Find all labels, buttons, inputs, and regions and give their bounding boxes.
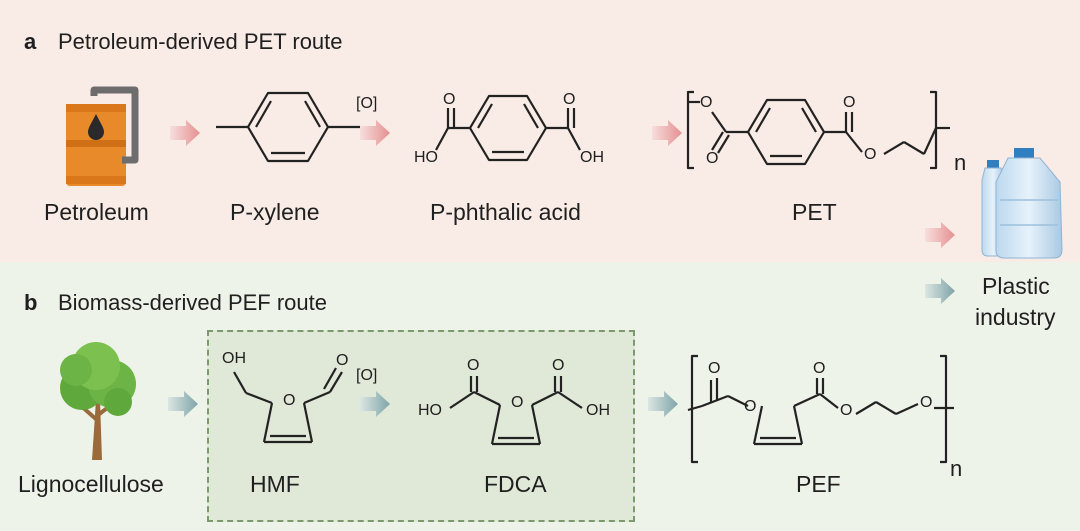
hmf-structure [233,367,343,444]
arrow-petroleum-to-pxylene [170,120,200,146]
arrow-pxylene-to-pphthalic [360,120,390,146]
oil-barrel-icon [66,86,139,186]
panel-a-letter: a [24,29,37,54]
oxidation-b: [O] [356,367,378,384]
atom-o: O [467,357,480,374]
pphthalic-ho: HO [414,149,438,166]
label-pef: PEF [796,471,841,497]
arrow-pef-to-plastic [925,278,955,304]
atom-o: O [511,394,524,411]
atom-o: O [708,360,721,377]
plastic-label-line2: industry [975,304,1056,330]
arrow-pphthalic-to-pet [652,120,682,146]
fdca-ho: HO [418,402,442,419]
label-hmf: HMF [250,471,300,497]
atom-o: O [864,146,877,163]
atom-oh: OH [222,350,246,367]
atom-o: O [443,91,456,108]
atom-o: O [283,392,296,409]
fdca-oh: OH [586,402,610,419]
atom-o: O [813,360,826,377]
arrow-lignocellulose-to-hmf [168,391,198,417]
panel-b-title: Biomass-derived PEF route [58,290,327,315]
atom-o: O [840,402,853,419]
atom-o: O [744,398,757,415]
atom-o: O [336,352,349,369]
atom-o: O [700,94,713,111]
tree-icon [60,342,136,460]
oxidation-a: [O] [356,95,378,112]
intermediates-box [207,330,635,522]
arrow-hmf-to-fdca [360,391,390,417]
pef-n: n [950,456,963,481]
plastic-bottles-icon [981,148,1063,259]
label-petroleum: Petroleum [44,199,149,225]
atom-o: O [920,394,933,411]
atom-o: O [843,94,856,111]
pxylene-structure [216,91,360,163]
pet-structure [686,90,950,170]
pet-n: n [954,150,967,175]
label-pet: PET [792,199,837,225]
arrow-fdca-to-pef [648,391,678,417]
panel-a-title: Petroleum-derived PET route [58,29,343,54]
panel-b-letter: b [24,290,38,315]
pef-structure [687,354,954,464]
atom-o: O [552,357,565,374]
label-fdca: FDCA [484,471,547,497]
plastic-label-line1: Plastic [982,273,1050,299]
label-pphthalic-acid: P-phthalic acid [430,199,581,225]
atom-o: O [706,150,719,167]
pphthalic-oh: OH [580,149,604,166]
pphthalic-acid-structure [435,94,581,162]
arrow-pet-to-plastic [925,222,955,248]
atom-o: O [563,91,576,108]
fdca-structure [449,376,583,446]
label-lignocellulose: Lignocellulose [18,471,164,497]
label-pxylene: P-xylene [230,199,320,225]
